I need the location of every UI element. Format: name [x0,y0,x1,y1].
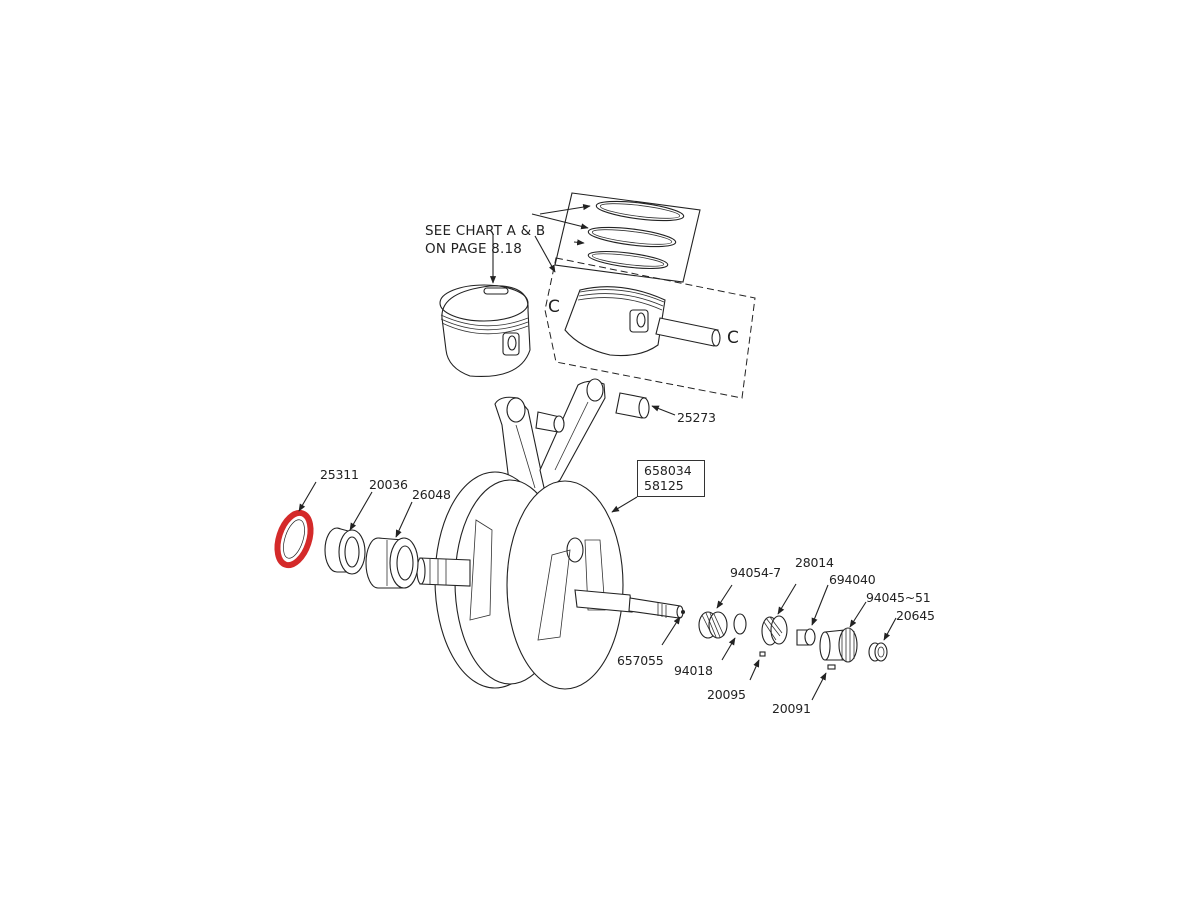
part-25311-seal [274,481,317,569]
label-20645: 20645 [896,608,935,623]
boxed-label-line-2: 58125 [644,478,684,493]
label-657055: 657055 [617,653,664,668]
note-see-chart: SEE CHART A & B ON PAGE 8.18 [425,222,545,258]
part-20036-shape [324,491,373,575]
piston-rings-group [531,192,701,283]
part-94045-shape [811,601,867,701]
label-94045-51: 94045~51 [866,590,931,605]
label-20036: 20036 [369,477,408,492]
label-94018: 94018 [674,663,713,678]
part-25273-shape [615,392,676,419]
boxed-label-line-1: 658034 [644,463,692,478]
piston-inset-outline [544,257,756,399]
part-94018-shape [721,613,747,661]
connecting-rods [494,378,606,513]
label-20095: 20095 [707,687,746,702]
part-26048-shape [365,501,419,589]
label-26048: 26048 [412,487,451,502]
part-28014-shape [749,583,797,681]
part-94054-shape [698,584,733,639]
note-line-1: SEE CHART A & B [425,223,546,239]
flywheel-assembly [434,471,624,690]
label-20091: 20091 [772,701,811,716]
inset-piston [564,286,721,357]
boxed-label-leader [611,496,638,513]
pinion-shaft [574,589,685,646]
note-arrow-inset [534,235,556,273]
note-line-2: ON PAGE 8.18 [425,241,523,257]
part-657055-shape [681,610,685,614]
clip-right-mark: C [727,328,739,348]
label-25273: 25273 [677,410,716,425]
piston [439,284,531,378]
part-694040-shape [796,584,829,646]
boxed-part-label: 658034 58125 [637,460,705,497]
clip-left-mark: C [548,297,560,317]
label-94054-7: 94054-7 [730,565,781,580]
part-20645-shape [868,617,897,662]
label-28014: 28014 [795,555,834,570]
label-25311: 25311 [320,467,359,482]
drive-shaft [416,557,471,587]
label-694040: 694040 [829,572,876,587]
